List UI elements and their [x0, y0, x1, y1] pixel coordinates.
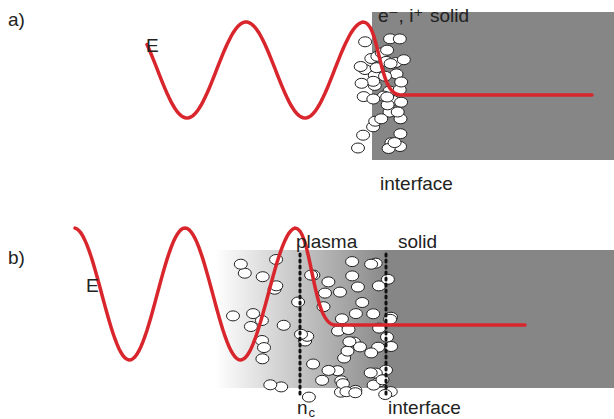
- particle: [381, 274, 394, 284]
- particle: [335, 314, 348, 324]
- particle: [367, 94, 380, 104]
- particle: [393, 34, 406, 44]
- particle: [256, 354, 269, 364]
- particle: [357, 130, 370, 140]
- particle: [343, 337, 356, 347]
- solid-block: [372, 12, 614, 160]
- text-label: interface: [380, 174, 453, 193]
- text-label: n: [297, 398, 308, 417]
- particle: [238, 268, 251, 278]
- text-label: solid: [430, 6, 469, 25]
- particle: [356, 298, 369, 308]
- particle: [395, 77, 408, 87]
- text-label: a): [8, 10, 25, 29]
- particle: [316, 375, 329, 385]
- particle: [388, 138, 401, 148]
- particle: [277, 320, 290, 330]
- particle: [367, 76, 380, 86]
- particle: [349, 309, 362, 319]
- text-label: interface: [388, 398, 461, 417]
- particle: [264, 380, 277, 390]
- particle: [359, 37, 372, 47]
- particle: [346, 271, 359, 281]
- particle: [256, 272, 269, 282]
- particle: [341, 346, 354, 356]
- particle: [352, 143, 365, 153]
- particle: [391, 107, 404, 117]
- particle: [365, 348, 378, 358]
- particle: [349, 388, 362, 398]
- particle: [307, 359, 320, 369]
- text-label: plasma: [296, 232, 357, 251]
- text-label: b): [8, 248, 25, 267]
- field-wave: [147, 22, 592, 118]
- particle: [247, 309, 260, 319]
- particle: [234, 259, 247, 269]
- particle: [397, 55, 410, 65]
- field-wave: [75, 228, 525, 360]
- critical-density-line: [299, 254, 302, 398]
- particle: [244, 322, 257, 332]
- particle: [367, 309, 380, 319]
- text-label: E: [146, 36, 159, 55]
- particle: [354, 62, 367, 72]
- particle: [375, 114, 388, 124]
- particle: [384, 59, 397, 69]
- particle: [364, 368, 377, 378]
- particle: [322, 277, 335, 287]
- particle: [319, 288, 332, 298]
- particle: [346, 257, 359, 267]
- particle: [227, 311, 240, 321]
- particle: [381, 45, 394, 55]
- particle: [355, 78, 368, 88]
- solid-block: [385, 250, 614, 388]
- particle: [395, 97, 408, 107]
- particle: [365, 259, 378, 269]
- particle: [322, 365, 335, 375]
- particle: [258, 343, 271, 353]
- particle: [351, 282, 364, 292]
- particle: [334, 287, 347, 297]
- particle: [292, 297, 305, 307]
- particle: [381, 92, 394, 102]
- text-label: solid: [398, 232, 437, 251]
- subscript: c: [309, 406, 316, 419]
- text-label: E: [86, 276, 99, 295]
- text-label: e⁻, i⁺: [378, 6, 423, 25]
